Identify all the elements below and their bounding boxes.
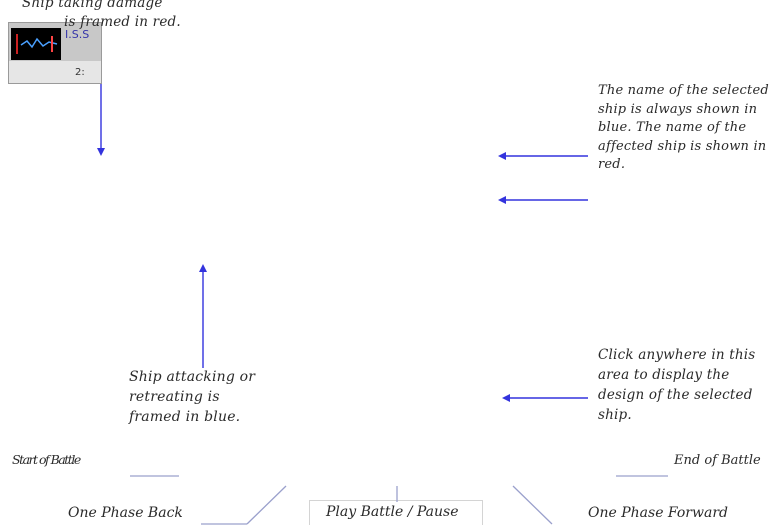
end-of-battle-label[interactable]: End of Battle [674,453,761,468]
ship-icon [16,34,58,54]
damage-note-line1: Ship taking damage [22,0,163,11]
play-pause-button[interactable]: Play Battle / Pause [309,500,483,525]
control-leader-lines [130,475,668,525]
attacking-note: Ship attacking or retreating is framed i… [129,369,256,425]
one-phase-forward-label[interactable]: One Phase Forward [588,505,728,521]
ship-panel[interactable]: I.S.S 2: [8,22,102,84]
click-area-note: Click anywhere in this area to display t… [598,347,756,423]
one-phase-back-label[interactable]: One Phase Back [68,505,183,521]
ship-count: 2: [75,67,85,78]
ship-thumbnail[interactable] [11,28,61,60]
ship-name: I.S.S [65,28,90,41]
play-pause-label: Play Battle / Pause [326,504,459,520]
ship-names-note: The name of the selected ship is always … [598,83,769,172]
ship-names-arrows [498,152,588,204]
damage-note: Ship taking damage is framed in red. [22,0,202,32]
damage-note-line2: is framed in red. [64,14,181,30]
start-of-battle-label[interactable]: Start of Battle [12,452,81,467]
ship-panel-footer [9,61,101,83]
